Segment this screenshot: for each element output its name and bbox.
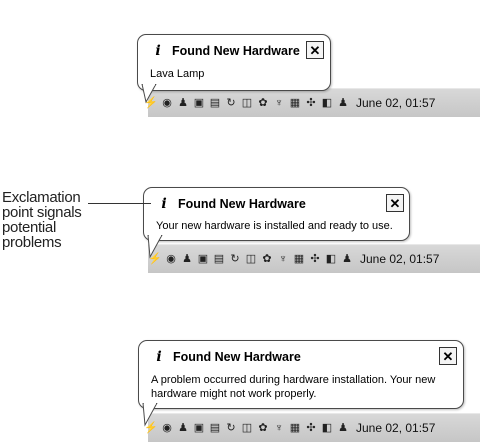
refresh-icon[interactable]: ↻ <box>226 96 236 109</box>
spiral-icon[interactable]: ◉ <box>162 96 172 109</box>
network-icon[interactable]: ▤ <box>209 421 221 434</box>
close-button[interactable]: ✕ <box>386 194 404 212</box>
speaker-icon[interactable]: ◫ <box>241 96 253 109</box>
bug-icon[interactable]: ♆ <box>278 252 288 265</box>
refresh-icon[interactable]: ↻ <box>230 252 240 265</box>
callout-leader-line <box>150 203 151 204</box>
system-tray: ⚡ ◉ ♟ ▣ ▤ ↻ ◫ ✿ ♆ ▦ ✣ ◧ ♟ June 02, 01:57 <box>144 414 435 442</box>
bug-icon[interactable]: ♆ <box>274 421 284 434</box>
balloon-title: Found New Hardware <box>178 197 306 211</box>
refresh-icon[interactable]: ↻ <box>226 421 236 434</box>
person-icon[interactable]: ♟ <box>182 252 192 265</box>
callout-leader-line <box>88 203 150 204</box>
balloon-tail <box>142 403 158 427</box>
balloon-message: A problem occurred during hardware insta… <box>151 374 436 400</box>
taskbar <box>148 413 480 442</box>
person-icon[interactable]: ♟ <box>178 96 188 109</box>
hardware-icon[interactable]: ✣ <box>306 96 316 109</box>
system-tray: ⚡ ◉ ♟ ▣ ▤ ↻ ◫ ✿ ♆ ▦ ✣ ◧ ♟ June 02, 01:57 <box>148 245 439 273</box>
flower-icon[interactable]: ✿ <box>258 96 268 109</box>
bolt-icon[interactable]: ⚡ <box>144 96 158 109</box>
flower-icon[interactable]: ✿ <box>258 421 268 434</box>
notification-balloon[interactable]: i Found New Hardware ✕ Your new hardware… <box>143 187 410 241</box>
notification-balloon[interactable]: i Found New Hardware ✕ Lava Lamp <box>137 34 331 91</box>
balloon-title: Found New Hardware <box>172 44 300 58</box>
speaker-icon[interactable]: ◫ <box>241 421 253 434</box>
hardware-icon[interactable]: ✣ <box>306 421 316 434</box>
taskbar-fade <box>88 413 148 441</box>
taskbar <box>148 244 480 273</box>
device-icon[interactable]: ◧ <box>321 421 333 434</box>
info-icon: i <box>155 43 161 59</box>
clock[interactable]: June 02, 01:57 <box>360 252 440 266</box>
display-icon[interactable]: ▦ <box>289 96 301 109</box>
spiral-icon[interactable]: ◉ <box>166 252 176 265</box>
hardware-icon[interactable]: ✣ <box>310 252 320 265</box>
clock[interactable]: June 02, 01:57 <box>356 96 436 110</box>
system-tray: ⚡ ◉ ♟ ▣ ▤ ↻ ◫ ✿ ♆ ▦ ✣ ◧ ♟ June 02, 01:57 <box>144 89 435 117</box>
network-icon[interactable]: ▤ <box>209 96 221 109</box>
balloon-tail <box>147 235 163 259</box>
bolt-icon[interactable]: ⚡ <box>148 252 162 265</box>
person-icon[interactable]: ♟ <box>342 252 352 265</box>
taskbar-fade <box>88 88 148 116</box>
monitor-icon[interactable]: ▣ <box>193 96 205 109</box>
device-icon[interactable]: ◧ <box>321 96 333 109</box>
display-icon[interactable]: ▦ <box>289 421 301 434</box>
balloon-title: Found New Hardware <box>173 350 301 364</box>
flower-icon[interactable]: ✿ <box>262 252 272 265</box>
person-icon[interactable]: ♟ <box>178 421 188 434</box>
info-icon: i <box>156 349 162 365</box>
taskbar-fade <box>88 244 148 272</box>
monitor-icon[interactable]: ▣ <box>197 252 209 265</box>
person-icon[interactable]: ♟ <box>338 96 348 109</box>
info-icon: i <box>161 196 167 212</box>
bug-icon[interactable]: ♆ <box>274 96 284 109</box>
speaker-icon[interactable]: ◫ <box>245 252 257 265</box>
balloon-message: Your new hardware is installed and ready… <box>156 220 393 232</box>
balloon-tail <box>141 84 157 104</box>
bolt-icon[interactable]: ⚡ <box>144 421 158 434</box>
monitor-icon[interactable]: ▣ <box>193 421 205 434</box>
close-button[interactable]: ✕ <box>439 347 457 365</box>
network-icon[interactable]: ▤ <box>213 252 225 265</box>
device-icon[interactable]: ◧ <box>325 252 337 265</box>
person-icon[interactable]: ♟ <box>338 421 348 434</box>
clock[interactable]: June 02, 01:57 <box>356 421 436 435</box>
close-button[interactable]: ✕ <box>306 41 324 59</box>
notification-balloon[interactable]: i Found New Hardware ✕ A problem occurre… <box>138 340 464 409</box>
balloon-message: Lava Lamp <box>150 68 205 80</box>
spiral-icon[interactable]: ◉ <box>162 421 172 434</box>
display-icon[interactable]: ▦ <box>293 252 305 265</box>
annotation-callout: Exclamation point signals potential prob… <box>2 189 82 251</box>
